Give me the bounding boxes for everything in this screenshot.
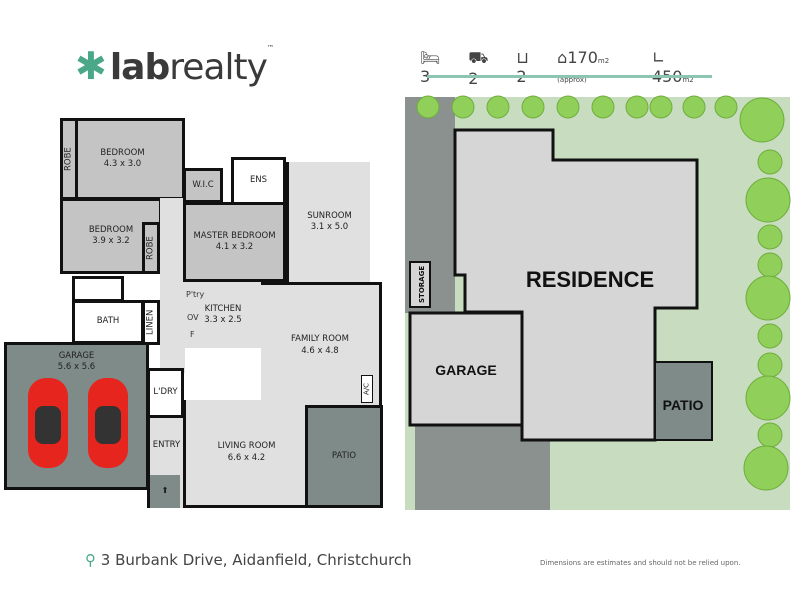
car-stat: ⛟ 2 [468, 48, 489, 88]
trees [416, 95, 791, 491]
hallway [160, 198, 185, 373]
car-icon: ⛟ [468, 48, 489, 67]
house-icon: ⌂ [557, 48, 568, 67]
site-storage-label: STORAGE [418, 266, 426, 303]
floor-area-stat: ⌂170m2 (approx) [557, 48, 610, 84]
address: ⚲ 3 Burbank Drive, Aidanfield, Christchu… [85, 551, 412, 569]
room-laundry: L'DRY [147, 368, 184, 418]
residence-label: RESIDENCE [526, 267, 654, 292]
room-wic: W.I.C [183, 168, 223, 203]
car-icon [28, 378, 68, 468]
land-icon: ∟ [651, 48, 666, 67]
site-garage-label: GARAGE [435, 362, 496, 378]
logo: ✱labrealty™ [75, 44, 274, 88]
site-storage [409, 261, 431, 308]
bed-icon: 🛏︎ [420, 48, 441, 67]
room-patio: PATIO [305, 405, 383, 508]
bed-stat: 🛏︎ 3 [420, 48, 441, 86]
property-stats: 🛏︎ 3 ⛟ 2 ⊔ 2 ⌂170m2 (approx) ∟ 450m2 [420, 48, 710, 88]
location-pin-icon: ⚲ [85, 551, 96, 569]
car-icon [88, 378, 128, 468]
entry-arrow-icon: ⬆ [150, 475, 180, 508]
divider [427, 75, 712, 78]
logo-asterisk-icon: ✱ [75, 44, 107, 88]
disclaimer: Dimensions are estimates and should not … [540, 559, 741, 567]
fridge-label: F [190, 330, 195, 339]
oven-label: OV [187, 313, 199, 322]
site-patio [654, 361, 713, 441]
pantry-label: P'try [186, 290, 205, 299]
bath-icon: ⊔ [516, 48, 529, 67]
site-patio-label: PATIO [663, 397, 704, 413]
site-garage [408, 311, 524, 427]
